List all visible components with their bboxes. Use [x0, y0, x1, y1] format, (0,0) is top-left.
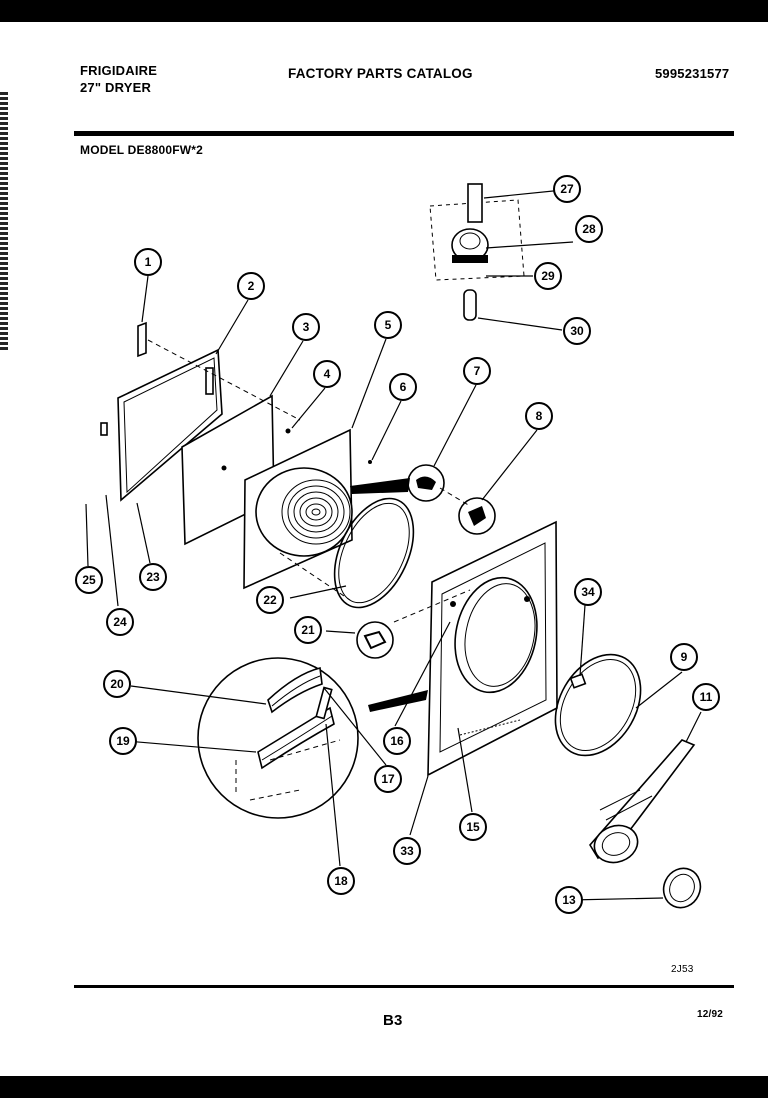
svg-text:34: 34: [581, 585, 595, 599]
svg-text:28: 28: [582, 222, 596, 236]
svg-text:22: 22: [263, 593, 277, 607]
catalog-number: 5995231577: [655, 66, 730, 81]
hinge-bracket-upper-part: [267, 667, 323, 714]
callout-33: 33: [393, 837, 421, 865]
door-seal-part: [333, 497, 415, 609]
callout-20: 20: [103, 670, 131, 698]
door-inner-panel-screw-part: [221, 465, 227, 471]
callout-22: 22: [256, 586, 284, 614]
svg-text:15: 15: [466, 820, 480, 834]
callout-25: 25: [75, 566, 103, 594]
duct-gasket-part: [662, 867, 702, 909]
callout-11: 11: [692, 683, 720, 711]
model-label: MODEL DE8800FW*2: [80, 143, 204, 157]
svg-text:5: 5: [385, 318, 392, 332]
svg-text:16: 16: [390, 734, 404, 748]
svg-text:33: 33: [400, 844, 414, 858]
footer-rule: [74, 985, 734, 988]
callout-9: 9: [670, 643, 698, 671]
front-panel-opening-part: [454, 576, 538, 694]
svg-text:18: 18: [334, 874, 348, 888]
svg-text:11: 11: [700, 690, 713, 704]
catalog-title: FACTORY PARTS CATALOG: [288, 66, 473, 81]
callout-17: 17: [374, 765, 402, 793]
door-latch-part: [205, 367, 214, 395]
callout-34: 34: [574, 578, 602, 606]
callout-29: 29: [534, 262, 562, 290]
svg-text:23: 23: [146, 570, 160, 584]
svg-text:4: 4: [324, 367, 331, 381]
svg-text:13: 13: [562, 893, 576, 907]
callout-13: 13: [555, 886, 583, 914]
callout-4: 4: [313, 360, 341, 388]
switch-assembly-part: [429, 183, 525, 321]
drum-front-seal-part: [554, 653, 642, 757]
svg-text:21: 21: [301, 623, 315, 637]
drawing-code: 2J53: [671, 964, 694, 975]
callout-16: 16: [383, 727, 411, 755]
lint-screen-housing-part: [255, 467, 353, 557]
callout-1: 1: [134, 248, 162, 276]
svg-text:25: 25: [82, 573, 96, 587]
callout-21: 21: [294, 616, 322, 644]
svg-text:2: 2: [248, 279, 255, 293]
callout-5: 5: [374, 311, 402, 339]
callout-24: 24: [106, 608, 134, 636]
svg-text:3: 3: [303, 320, 310, 334]
brand-label: FRIGIDAIRE: [80, 63, 158, 78]
revision-date: 12/92: [697, 1009, 724, 1020]
svg-text:20: 20: [110, 677, 124, 691]
scan-edge-mark: [0, 92, 8, 352]
svg-text:29: 29: [541, 269, 555, 283]
svg-text:30: 30: [570, 324, 584, 338]
callout-6: 6: [389, 373, 417, 401]
callout-28: 28: [575, 215, 603, 243]
page-number: B3: [383, 1012, 403, 1029]
svg-text:27: 27: [560, 182, 574, 196]
callout-18: 18: [327, 867, 355, 895]
svg-text:17: 17: [381, 772, 395, 786]
svg-text:8: 8: [536, 409, 543, 423]
header-rule: [74, 131, 734, 136]
door-hinge-pin-part: [137, 321, 147, 358]
callout-19: 19: [109, 727, 137, 755]
svg-text:6: 6: [400, 380, 407, 394]
callout-8: 8: [525, 402, 553, 430]
callout-23: 23: [139, 563, 167, 591]
door-clip-part: [100, 422, 108, 436]
callout-27: 27: [553, 175, 581, 203]
svg-text:19: 19: [116, 734, 130, 748]
svg-text:9: 9: [681, 650, 688, 664]
product-label: 27" DRYER: [80, 80, 152, 95]
callout-3: 3: [292, 313, 320, 341]
svg-text:24: 24: [113, 615, 127, 629]
scan-border-bottom: [0, 1076, 768, 1098]
callout-30: 30: [563, 317, 591, 345]
svg-text:7: 7: [474, 364, 481, 378]
callout-15: 15: [459, 813, 487, 841]
callout-2: 2: [237, 272, 265, 300]
outer-door-panel-part: [117, 348, 223, 502]
detail-magnifier-part: [197, 657, 359, 819]
svg-text:1: 1: [145, 255, 152, 269]
callout-7: 7: [463, 357, 491, 385]
scan-border-top: [0, 0, 768, 22]
